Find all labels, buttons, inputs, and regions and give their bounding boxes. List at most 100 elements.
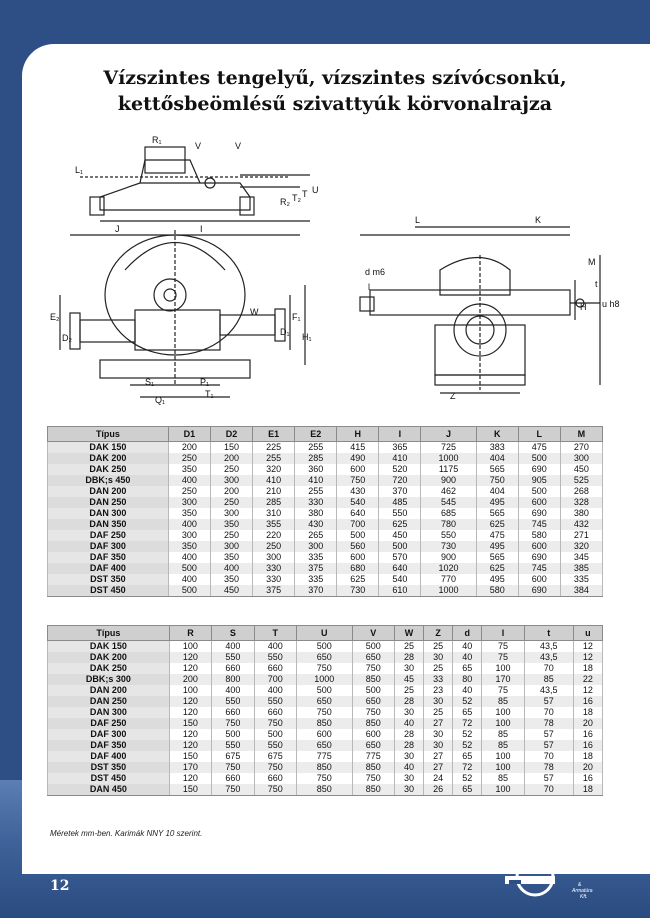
value-cell: 150 [168,718,213,729]
value-cell: 675 [253,751,297,762]
column-header: d [452,625,483,641]
value-cell: 330 [294,497,338,508]
value-cell: 500 [295,685,353,696]
column-header: R [168,625,213,641]
value-cell: 150 [168,784,213,796]
page-number: 12 [50,878,70,894]
value-cell: 625 [475,519,519,530]
value-cell: 850 [295,762,353,773]
value-cell: 300 [209,475,254,486]
type-cell: DAF 350 [47,740,170,751]
value-cell: 565 [475,464,519,475]
value-cell: 745 [517,563,561,574]
label-Q1: Q₁ [155,395,165,405]
value-cell: 430 [336,486,380,497]
value-cell: 200 [209,453,254,464]
value-cell: 30 [393,773,425,784]
value-cell: 30 [423,740,454,751]
value-cell: 750 [211,784,255,796]
value-cell: 1000 [420,453,477,464]
value-cell: 905 [517,475,561,486]
value-cell: 450 [209,585,254,597]
value-cell: 400 [211,640,255,652]
value-cell: 690 [517,464,561,475]
value-cell: 660 [211,663,255,674]
label-t: t [595,279,598,289]
value-cell: 625 [336,574,380,585]
pump-outline-drawing: R₁ V V L₁ R₂ T₂ T U J I E₂ D₂ W D₁ F₁ H₁… [50,135,620,405]
value-cell: 30 [423,696,454,707]
value-cell: 770 [420,574,477,585]
value-cell: 650 [295,740,353,751]
column-header: W [393,625,425,641]
value-cell: 300 [167,497,211,508]
value-cell: 150 [209,441,254,453]
value-cell: 250 [209,464,254,475]
value-cell: 350 [167,508,211,519]
value-cell: 750 [351,707,395,718]
value-cell: 475 [475,530,519,541]
type-cell: DST 450 [47,585,169,597]
column-header: S [211,625,255,641]
value-cell: 660 [253,663,297,674]
column-header: u [572,625,604,641]
value-cell: 120 [168,729,213,740]
value-cell: 350 [167,464,211,475]
type-cell: DAF 250 [47,718,170,729]
value-cell: 750 [253,718,297,729]
value-cell: 300 [252,552,296,563]
type-cell: DAF 400 [47,751,170,762]
value-cell: 255 [294,486,338,497]
value-cell: 500 [211,729,255,740]
value-cell: 335 [559,574,604,585]
value-cell: 700 [253,674,297,685]
label-D1: D₁ [280,327,290,337]
value-cell: 660 [253,707,297,718]
value-cell: 250 [167,486,211,497]
value-cell: 18 [572,707,604,718]
value-cell: 52 [452,740,483,751]
label-V: V [195,141,201,151]
value-cell: 80 [452,674,483,685]
value-cell: 250 [209,530,254,541]
value-cell: 28 [393,652,425,663]
value-cell: 550 [378,508,422,519]
label-K: K [535,215,541,225]
value-cell: 27 [423,762,454,773]
company-logo-icon [505,857,555,897]
footnote: Méretek mm-ben. Karimák NNY 10 szerint. [50,829,203,838]
column-header: D1 [167,426,211,442]
value-cell: 780 [420,519,477,530]
value-cell: 57 [523,773,574,784]
value-cell: 400 [167,574,211,585]
value-cell: 690 [517,508,561,519]
logo-name: GANZ-VÍZGÉP [556,870,598,876]
value-cell: 550 [211,740,255,751]
label-T2: T₂ [292,193,301,203]
value-cell: 400 [209,563,254,574]
value-cell: 660 [211,707,255,718]
logo-amp: & [578,882,582,888]
value-cell: 400 [253,685,297,696]
value-cell: 120 [168,663,213,674]
value-cell: 660 [253,773,297,784]
value-cell: 410 [294,475,338,486]
column-header: T [253,625,297,641]
value-cell: 300 [167,530,211,541]
value-cell: 27 [423,718,454,729]
value-cell: 30 [393,784,425,796]
type-cell: DST 450 [47,773,170,784]
value-cell: 100 [481,718,525,729]
value-cell: 85 [523,674,574,685]
type-cell: DAN 450 [47,784,170,796]
